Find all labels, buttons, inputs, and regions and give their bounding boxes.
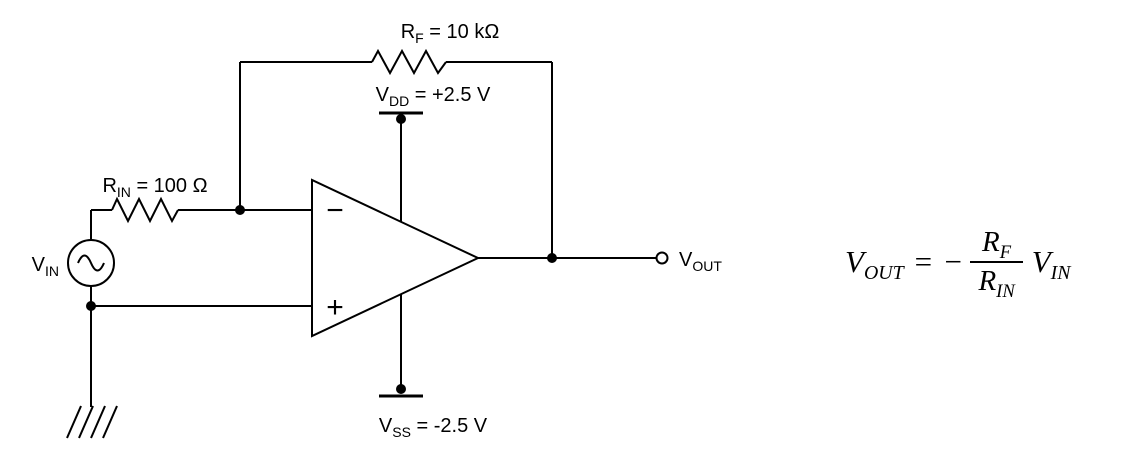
- inverting-input-symbol: −: [326, 194, 344, 227]
- input-resistor-label: RIN = 100 Ω: [102, 175, 207, 200]
- feedback-resistor: [371, 48, 447, 76]
- feedback-resistor-label: RF = 10 kΩ: [401, 21, 500, 46]
- ground-symbol: [66, 405, 118, 439]
- gain-equation: VOUT = − RF RIN VIN: [845, 222, 1070, 302]
- opamp-triangle: [311, 178, 481, 338]
- output-branch: [478, 251, 669, 265]
- sine-wave-icon: [77, 254, 105, 272]
- inverting-amplifier-schematic: RF = 10 kΩ VDD = +2.5 V VSS = -2.5 V − +…: [32, 21, 723, 440]
- equation-denominator: RIN: [970, 261, 1023, 301]
- input-resistor: [111, 196, 179, 224]
- equation-minus-sign: −: [942, 244, 964, 279]
- vout-label: VOUT: [679, 249, 722, 274]
- equation-numerator: RF: [982, 225, 1012, 263]
- vin-label: VIN: [32, 254, 59, 279]
- vdd-supply: [379, 111, 423, 222]
- noninverting-input-symbol: +: [326, 291, 344, 324]
- junction-dot-source-node: [86, 301, 96, 311]
- equation-rhs: VIN: [1031, 244, 1071, 285]
- vout-terminal: [655, 251, 669, 265]
- vdd-label: VDD = +2.5 V: [376, 84, 491, 109]
- noninverting-branch: [90, 286, 312, 407]
- equation-equals: =: [912, 244, 934, 279]
- vss-junction-dot: [396, 384, 406, 394]
- vin-source: [67, 239, 115, 287]
- vss-supply: [379, 294, 423, 398]
- input-branch: [90, 196, 312, 240]
- vss-label: VSS = -2.5 V: [379, 415, 488, 440]
- junction-dot-output-node: [547, 253, 557, 263]
- equation-fraction: RF RIN: [970, 225, 1023, 301]
- junction-dot-inverting-node: [235, 205, 245, 215]
- feedback-branch: [239, 48, 553, 258]
- equation-lhs: VOUT: [845, 244, 904, 285]
